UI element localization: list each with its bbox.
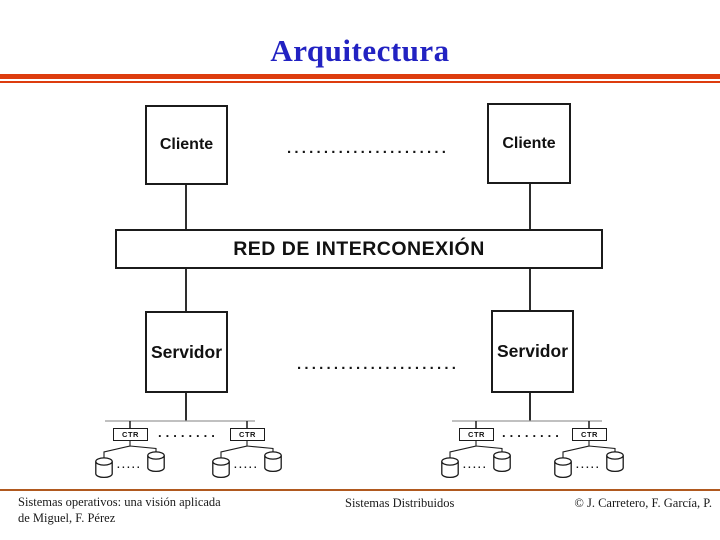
interconnection-network-box: RED DE INTERCONEXIÓN xyxy=(115,229,603,269)
ellipsis-disks: ..... xyxy=(463,460,488,471)
page-title: Arquitectura xyxy=(270,33,450,68)
ctr-box-2: CTR xyxy=(230,428,265,441)
client-box-right: Cliente xyxy=(487,103,571,184)
server-label: Servidor xyxy=(151,341,222,362)
client-label: Cliente xyxy=(159,136,214,153)
disk-cylinder-icon xyxy=(147,451,165,473)
footer-book-line2: de Miguel, F. Pérez xyxy=(18,511,116,525)
disk-cylinder-icon xyxy=(264,451,282,473)
ellipsis-clients: ...................... xyxy=(287,140,450,157)
disk-cylinder-icon xyxy=(441,457,459,479)
footer-divider xyxy=(0,489,720,491)
ctr-box-3: CTR xyxy=(459,428,494,441)
disk-connector-lines xyxy=(103,441,616,458)
ellipsis-disks: ..... xyxy=(576,460,601,471)
ctr-label: CTR xyxy=(581,430,598,439)
footer-course-title: Sistemas Distribuidos xyxy=(345,496,455,510)
main-connector-lines xyxy=(185,184,531,421)
ctr-box-4: CTR xyxy=(572,428,607,441)
footer-copyright: © J. Carretero, F. García, P. xyxy=(574,496,712,510)
server-box-left: Servidor xyxy=(145,311,228,393)
ctr-box-1: CTR xyxy=(113,428,148,441)
disk-cylinder-icon xyxy=(493,451,511,473)
ctr-label: CTR xyxy=(468,430,485,439)
ctr-label: CTR xyxy=(122,430,139,439)
disk-cylinder-icon xyxy=(95,457,113,479)
server-box-right: Servidor xyxy=(491,310,574,393)
ellipsis-disks: ..... xyxy=(234,460,259,471)
footer-book-reference: Sistemas operativos: una visión aplicada… xyxy=(18,494,221,526)
ctr-label: CTR xyxy=(239,430,256,439)
interconnection-network-label: RED DE INTERCONEXIÓN xyxy=(233,237,485,260)
title-divider-thick xyxy=(0,74,720,79)
client-box-left: Cliente xyxy=(145,105,228,185)
title-divider-thin xyxy=(0,81,720,83)
footer-book-line1: Sistemas operativos: una visión aplicada xyxy=(18,495,221,509)
disk-cylinder-icon xyxy=(554,457,572,479)
disk-cylinder-icons xyxy=(95,451,624,479)
server-label: Servidor xyxy=(497,341,568,361)
ellipsis-ctr-left: ........ xyxy=(158,425,219,440)
ellipsis-servers: ...................... xyxy=(297,356,460,373)
ellipsis-disks: ..... xyxy=(117,460,142,471)
disk-cylinder-icon xyxy=(212,457,230,479)
ellipsis-ctr-right: ........ xyxy=(502,425,563,440)
disk-cylinder-icon xyxy=(606,451,624,473)
client-label: Cliente xyxy=(502,134,556,152)
